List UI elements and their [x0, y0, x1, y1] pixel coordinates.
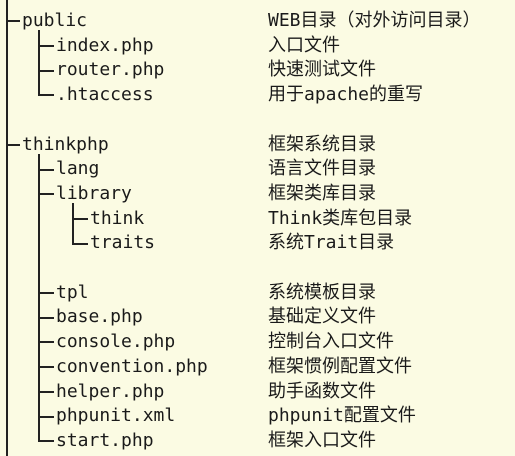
- entry-description: 框架类库目录: [268, 182, 376, 204]
- tree-branch-line: [38, 168, 54, 171]
- tree-branch-line: [38, 415, 54, 418]
- tree-row[interactable]: library 框架类库目录: [0, 182, 515, 207]
- tree-row[interactable]: public WEB目录（对外访问目录）: [0, 9, 515, 34]
- tree-root-line: [6, 0, 8, 456]
- entry-description: 系统模板目录: [268, 281, 376, 303]
- entry-description: 助手函数文件: [268, 380, 376, 402]
- tree-branch-line: [6, 143, 20, 146]
- entry-name: .htaccess: [56, 84, 154, 106]
- entry-description: Think类库包目录: [268, 207, 413, 229]
- tree-guide-line: [38, 30, 40, 97]
- tree-branch-line: [38, 193, 54, 196]
- entry-description: 语言文件目录: [268, 158, 376, 180]
- tree-row[interactable]: start.php 框架入口文件: [0, 429, 515, 454]
- entry-name: index.php: [56, 34, 154, 56]
- tree-branch-line: [38, 292, 54, 295]
- entry-description: 基础定义文件: [268, 306, 376, 328]
- entry-name: lang: [56, 158, 100, 180]
- entry-description: 框架惯例配置文件: [268, 355, 412, 377]
- entry-name: tpl: [56, 281, 89, 303]
- tree-row[interactable]: router.php 快速测试文件: [0, 58, 515, 83]
- entry-name: traits: [90, 232, 156, 254]
- tree-branch-line: [38, 366, 54, 369]
- tree-row[interactable]: phpunit.xml phpunit配置文件: [0, 404, 515, 429]
- entry-name: thinkphp: [22, 133, 109, 155]
- tree-branch-line: [38, 45, 54, 48]
- entry-name: console.php: [56, 331, 176, 353]
- entry-description: 快速测试文件: [268, 59, 376, 81]
- tree-row[interactable]: lang 语言文件目录: [0, 157, 515, 182]
- tree-guide-line: [38, 153, 40, 443]
- entry-description: phpunit配置文件: [268, 405, 416, 427]
- entry-name: convention.php: [56, 355, 208, 377]
- entry-description: 入口文件: [268, 34, 340, 56]
- entry-name: think: [90, 207, 145, 229]
- tree-branch-line: [38, 440, 54, 443]
- tree-branch-line: [38, 316, 54, 319]
- tree-branch-line: [38, 341, 54, 344]
- tree-guide-line: [72, 203, 74, 245]
- tree-branch-line: [72, 217, 88, 220]
- tree-branch-line: [6, 20, 20, 23]
- tree-branch-line: [38, 94, 54, 97]
- entry-name: helper.php: [56, 380, 165, 402]
- tree-row[interactable]: base.php 基础定义文件: [0, 305, 515, 330]
- tree-row[interactable]: helper.php 助手函数文件: [0, 380, 515, 405]
- entry-name: phpunit.xml: [56, 405, 176, 427]
- tree-row[interactable]: convention.php 框架惯例配置文件: [0, 355, 515, 380]
- tree-row[interactable]: think Think类库包目录: [0, 207, 515, 232]
- tree-row[interactable]: traits 系统Trait目录: [0, 231, 515, 256]
- entry-description: 系统Trait目录: [268, 232, 395, 254]
- entry-description: 控制台入口文件: [268, 331, 394, 353]
- tree-row[interactable]: index.php 入口文件: [0, 34, 515, 59]
- entry-description: 框架入口文件: [268, 429, 376, 451]
- tree-branch-line: [38, 390, 54, 393]
- entry-name: start.php: [56, 429, 154, 451]
- entry-description: 用于apache的重写: [268, 84, 424, 106]
- entry-description: WEB目录（对外访问目录）: [268, 10, 481, 31]
- tree-row[interactable]: .htaccess 用于apache的重写: [0, 83, 515, 108]
- tree-row[interactable]: tpl 系统模板目录: [0, 281, 515, 306]
- tree-row[interactable]: console.php 控制台入口文件: [0, 330, 515, 355]
- entry-name: public: [22, 10, 88, 31]
- entry-description: 框架系统目录: [268, 133, 376, 155]
- tree-branch-line: [72, 242, 88, 245]
- entry-name: router.php: [56, 59, 165, 81]
- tree-row[interactable]: thinkphp 框架系统目录: [0, 133, 515, 158]
- entry-name: base.php: [56, 306, 143, 328]
- entry-name: library: [56, 182, 132, 204]
- tree-branch-line: [38, 69, 54, 72]
